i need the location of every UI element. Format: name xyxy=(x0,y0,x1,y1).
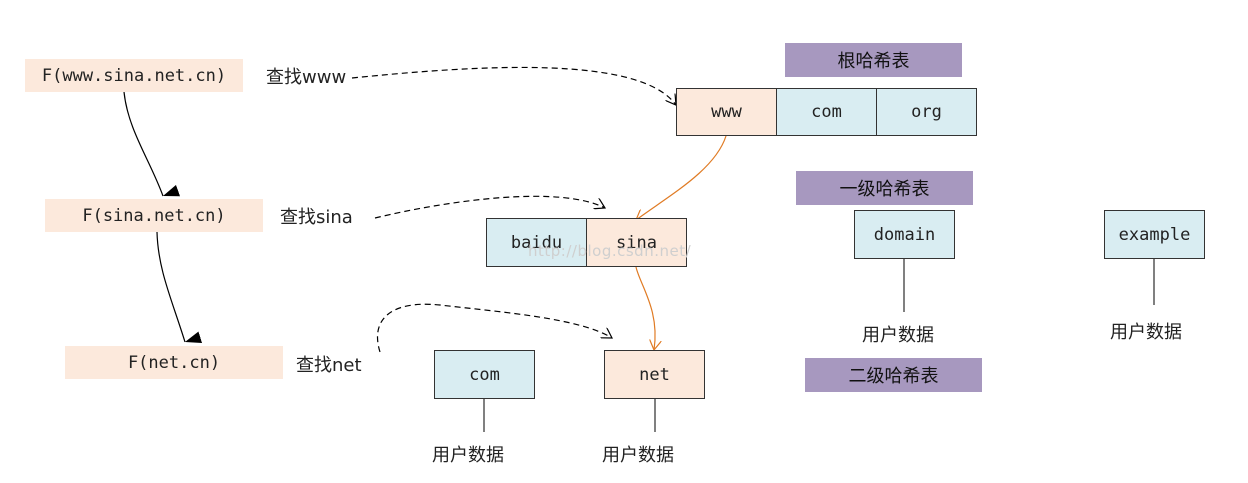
watermark: http://blog.csdn.net/ xyxy=(528,242,692,260)
lookup-arrow-www xyxy=(351,66,676,105)
legend-user-data-domain: 用户数据 xyxy=(862,325,934,346)
root-cell-com: com xyxy=(776,88,877,136)
func-box-www: F(www.sina.net.cn) xyxy=(25,59,243,92)
link-www-to-level1 xyxy=(636,135,727,220)
legend-node-domain: domain xyxy=(854,210,955,259)
lookup-arrow-net xyxy=(376,303,613,353)
link-sina-to-level2 xyxy=(635,266,655,350)
legend-node-example: example xyxy=(1104,210,1205,259)
lookup-label-sina: 查找sina xyxy=(280,207,353,228)
level2-cell-com: com xyxy=(434,350,535,399)
level1-table-title: 一级哈希表 xyxy=(796,171,973,205)
func-box-sina: F(sina.net.cn) xyxy=(45,199,263,232)
lookup-label-net: 查找net xyxy=(296,355,362,376)
level2-cell-net: net xyxy=(604,350,705,399)
level1-cell-sina: sina xyxy=(586,218,687,267)
lookup-arrow-sina xyxy=(374,195,605,219)
lookup-label-www: 查找www xyxy=(266,67,347,88)
user-data-com: 用户数据 xyxy=(432,445,504,466)
level1-cell-baidu: baidu xyxy=(486,218,587,267)
root-table-title: 根哈希表 xyxy=(785,43,962,77)
func-box-net: F(net.cn) xyxy=(65,346,283,379)
chain-arrow-1 xyxy=(123,91,181,197)
root-cell-org: org xyxy=(876,88,977,136)
root-cell-www: www xyxy=(676,88,777,136)
user-data-net: 用户数据 xyxy=(602,445,674,466)
legend-user-data-example: 用户数据 xyxy=(1110,322,1182,343)
level2-table-title: 二级哈希表 xyxy=(805,358,982,392)
chain-arrow-2 xyxy=(156,231,203,343)
